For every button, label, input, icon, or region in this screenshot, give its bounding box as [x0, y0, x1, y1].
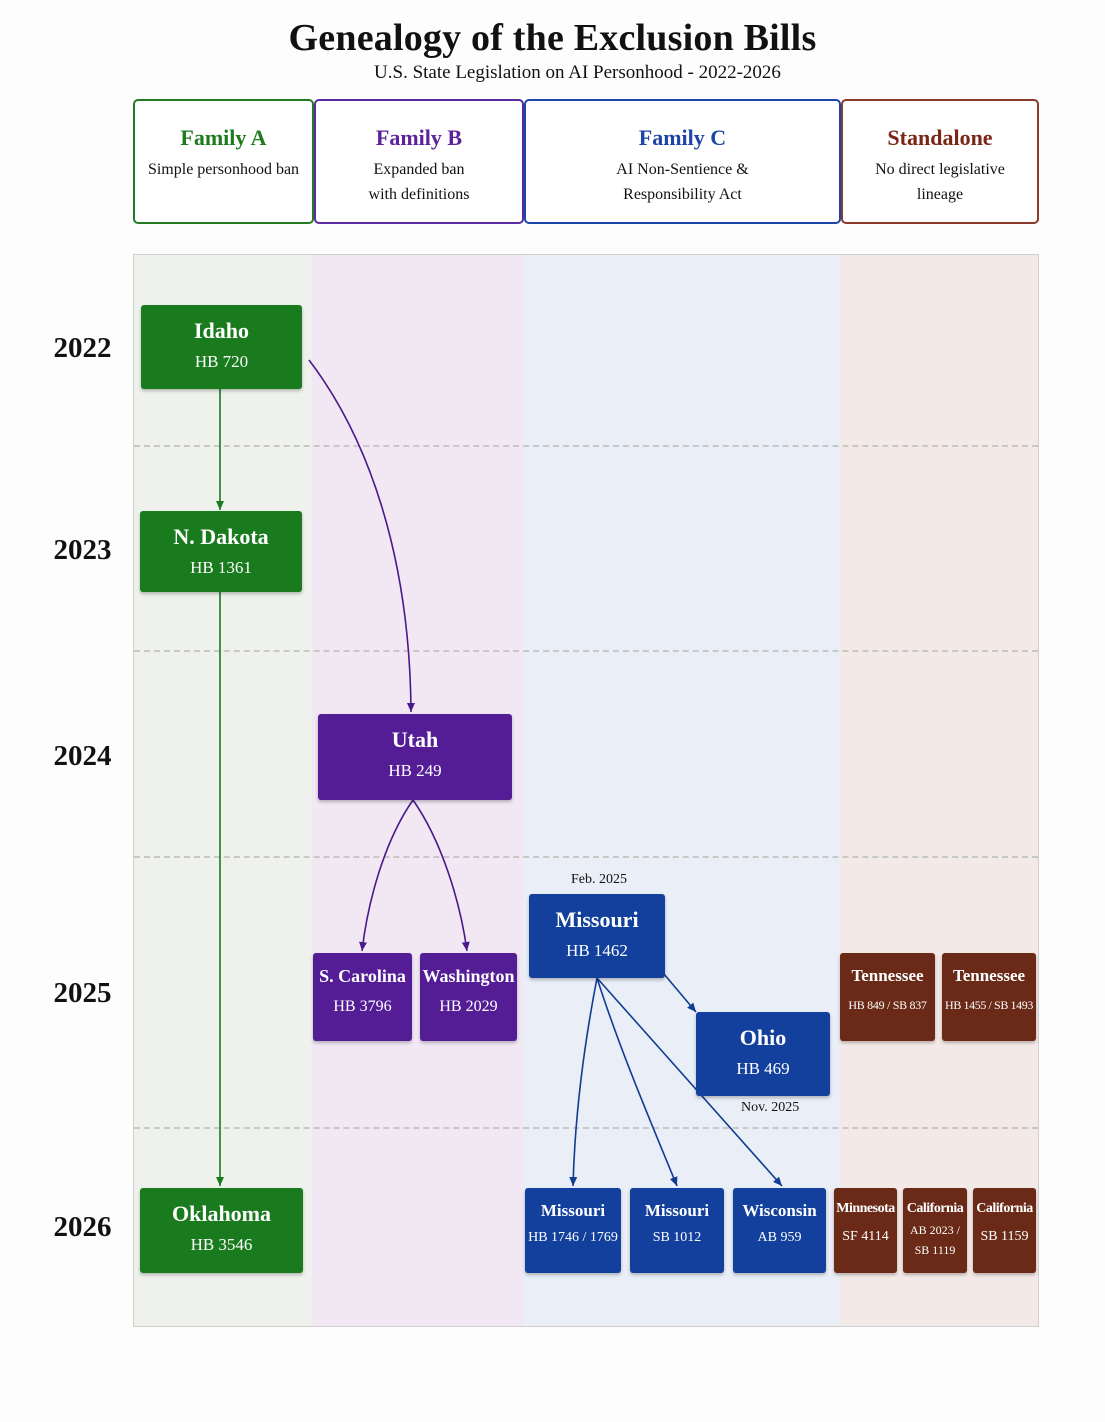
family-c-header: Family C AI Non-Sentience & Responsibili…	[524, 99, 841, 224]
year-divider	[134, 650, 1038, 652]
family-c-lane	[523, 255, 840, 1326]
family-a-name: Family A	[180, 125, 267, 150]
bill-tennessee-hb1455-sb1493: Tennessee HB 1455 / SB 1493	[942, 953, 1036, 1041]
bill-state: Wisconsin	[742, 1201, 817, 1220]
bill-oklahoma-hb3546: Oklahoma HB 3546	[140, 1188, 303, 1273]
bill-state: Oklahoma	[171, 1201, 272, 1226]
bill-south-carolina-hb3796: S. Carolina HB 3796	[313, 953, 412, 1041]
date-note-feb-2025: Feb. 2025	[571, 872, 627, 887]
bill-state: California	[976, 1201, 1033, 1216]
bill-idaho-hb720: Idaho HB 720	[141, 305, 302, 389]
arrow-utah-to-south-carolina	[359, 799, 414, 952]
bill-state: Missouri	[555, 907, 639, 932]
bill-minnesota-sf4114: Minnesota SF 4114	[834, 1188, 897, 1273]
bill-north-dakota-hb1361: N. Dakota HB 1361	[140, 511, 302, 592]
bill-state: Minnesota	[836, 1201, 895, 1216]
arrow-idaho-to-utah	[308, 359, 415, 713]
bill-ohio-hb469: Ohio HB 469	[696, 1012, 830, 1096]
arrow-missouri-to-wisconsin	[596, 977, 783, 1187]
arrow-missouri-to-missouri-sb	[596, 977, 678, 1187]
bill-number: HB 1462	[566, 941, 628, 960]
bill-state: Missouri	[540, 1201, 606, 1220]
year-divider	[134, 1127, 1038, 1129]
family-b-header: Family B Expanded ban with definitions	[314, 99, 524, 224]
bill-missouri-hb1462: Missouri HB 1462	[529, 894, 665, 978]
bill-state: N. Dakota	[173, 524, 269, 549]
family-b-description: Expanded ban with definitions	[368, 161, 470, 203]
date-note-nov-2025: Nov. 2025	[741, 1100, 800, 1115]
year-divider	[134, 856, 1038, 858]
bill-number: HB 249	[388, 761, 442, 780]
bill-california-sb1159: California SB 1159	[973, 1188, 1036, 1273]
year-label-2026: 2026	[53, 1211, 112, 1243]
bill-number: HB 720	[194, 352, 249, 371]
year-label-2025: 2025	[53, 977, 112, 1009]
bill-number: HB 3796	[333, 998, 392, 1015]
diagram-subtitle: U.S. State Legislation on AI Personhood …	[374, 62, 781, 83]
bill-number: HB 3546	[190, 1235, 253, 1254]
family-a-header: Family A Simple personhood ban	[133, 99, 314, 224]
standalone-lane	[840, 255, 1038, 1326]
bill-washington-hb2029: Washington HB 2029	[420, 953, 517, 1041]
bill-state: Missouri	[644, 1201, 710, 1220]
year-label-2022: 2022	[53, 332, 112, 364]
family-a-lane	[134, 255, 312, 1326]
bill-tennessee-hb849-sb837: Tennessee HB 849 / SB 837	[840, 953, 935, 1041]
bill-state: Utah	[391, 727, 439, 752]
year-label-2024: 2024	[53, 740, 112, 772]
bill-state: Tennessee	[952, 966, 1026, 985]
year-label-2023: 2023	[53, 534, 112, 566]
bill-number: HB 1361	[190, 558, 252, 577]
bill-state: Tennessee	[851, 966, 924, 985]
family-c-name: Family C	[638, 125, 727, 150]
bill-state: S. Carolina	[319, 966, 406, 986]
bill-state: Washington	[422, 966, 515, 986]
bill-state: Idaho	[193, 318, 250, 343]
arrow-missouri-to-ohio	[663, 973, 697, 1013]
arrow-utah-to-washington	[412, 799, 470, 952]
bill-number: SF 4114	[842, 1229, 889, 1244]
bill-california-ab2023-sb1119: California AB 2023 / SB 1119	[903, 1188, 967, 1273]
family-b-name: Family B	[375, 125, 463, 150]
bill-number: AB 2023 / SB 1119	[909, 1223, 960, 1257]
bill-wisconsin-ab959: Wisconsin AB 959	[733, 1188, 826, 1273]
standalone-header: Standalone No direct legislative lineage	[841, 99, 1039, 224]
bill-number: HB 1455 / SB 1493	[945, 998, 1033, 1012]
bill-number: HB 2029	[439, 998, 498, 1015]
family-a-description: Simple personhood ban	[147, 161, 300, 178]
bill-utah-hb249: Utah HB 249	[318, 714, 512, 800]
bill-number: AB 959	[757, 1230, 802, 1245]
chart-frame	[133, 254, 1039, 1327]
family-c-description: AI Non-Sentience & Responsibility Act	[616, 161, 749, 203]
bill-number: SB 1012	[652, 1230, 702, 1245]
bill-number: SB 1159	[980, 1229, 1029, 1244]
diagram-title: Genealogy of the Exclusion Bills	[288, 17, 817, 59]
bill-missouri-sb1012: Missouri SB 1012	[630, 1188, 724, 1273]
bill-number: HB 469	[736, 1059, 790, 1078]
bill-missouri-hb1746-1769: Missouri HB 1746 / 1769	[525, 1188, 621, 1273]
bill-number: HB 1746 / 1769	[528, 1230, 618, 1245]
standalone-description: No direct legislative lineage	[875, 161, 1005, 203]
year-divider	[134, 445, 1038, 447]
arrow-missouri-to-missouri-hb	[569, 977, 598, 1187]
bill-number: HB 849 / SB 837	[848, 998, 927, 1012]
bill-state: Ohio	[739, 1025, 787, 1050]
standalone-name: Standalone	[887, 125, 993, 150]
bill-state: California	[906, 1201, 964, 1216]
